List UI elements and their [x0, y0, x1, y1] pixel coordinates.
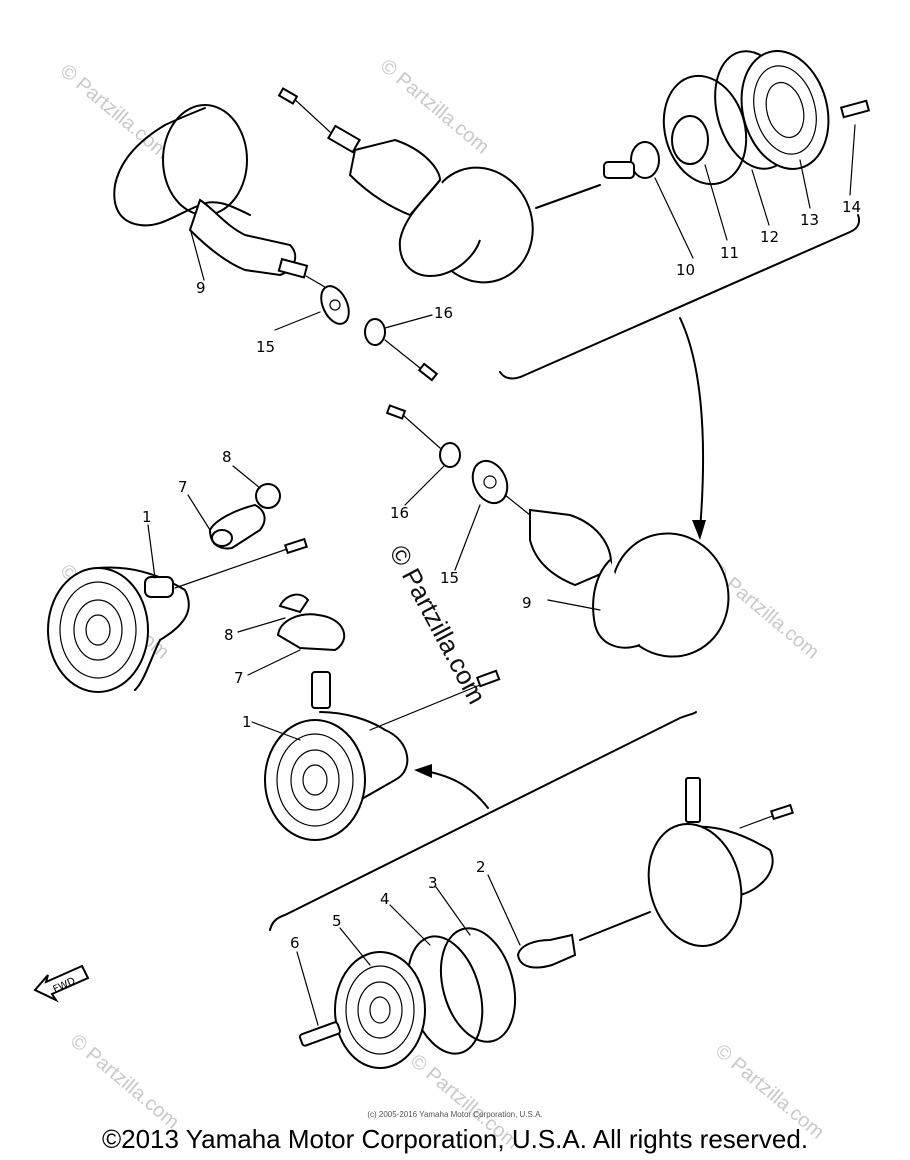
fwd-arrow-icon	[33, 964, 90, 1003]
lens-5	[334, 951, 426, 1069]
arrow-down	[679, 317, 705, 531]
callout-15: 15	[440, 569, 459, 587]
callout-8: 8	[222, 448, 232, 466]
flasher-body-9-middle	[385, 404, 730, 658]
callout-9: 9	[196, 279, 206, 297]
callout-11: 11	[720, 244, 739, 262]
group-bracket-bottom	[269, 711, 697, 931]
small-copyright: (c) 2005-2016 Yamaha Motor Corporation, …	[367, 1110, 543, 1119]
callout-5: 5	[332, 912, 342, 930]
leader-lines	[147, 124, 856, 1026]
cap-8-left	[255, 483, 281, 509]
flasher-lamp-1-center	[264, 593, 501, 841]
callout-16: 16	[390, 504, 409, 522]
lamp-housing-bottom-right	[579, 777, 795, 948]
callout-2: 2	[476, 858, 486, 876]
screw-6	[298, 1021, 342, 1047]
callout-4: 4	[380, 890, 390, 908]
callout-14: 14	[842, 198, 861, 216]
arrow-head-left	[414, 764, 432, 778]
callout-15: 15	[256, 338, 275, 356]
callout-10: 10	[676, 261, 695, 279]
callout-7: 7	[178, 478, 188, 496]
copyright-notice: ©2013 Yamaha Motor Corporation, U.S.A. A…	[101, 1124, 809, 1154]
callout-3: 3	[428, 874, 438, 892]
lens-assembly-top-right	[535, 50, 871, 209]
bulb-2	[516, 933, 577, 969]
flasher-lamp-1-left	[47, 537, 309, 693]
callout-6: 6	[290, 934, 300, 952]
callout-1: 1	[142, 508, 152, 526]
arrow-head	[692, 520, 706, 540]
callout-9: 9	[522, 594, 532, 612]
socket-7-left	[208, 503, 266, 550]
callout-8: 8	[224, 626, 234, 644]
nut-16-top	[364, 318, 439, 382]
callout-16: 16	[434, 304, 453, 322]
callout-1: 1	[242, 713, 252, 731]
callout-12: 12	[760, 228, 779, 246]
group-bracket-top	[499, 214, 860, 380]
callout-13: 13	[800, 211, 819, 229]
callout-7: 7	[234, 669, 244, 687]
flasher-body-9-top-middle	[277, 87, 534, 284]
flasher-body-9-top-left	[113, 104, 331, 291]
bracket-15-top	[320, 285, 350, 325]
